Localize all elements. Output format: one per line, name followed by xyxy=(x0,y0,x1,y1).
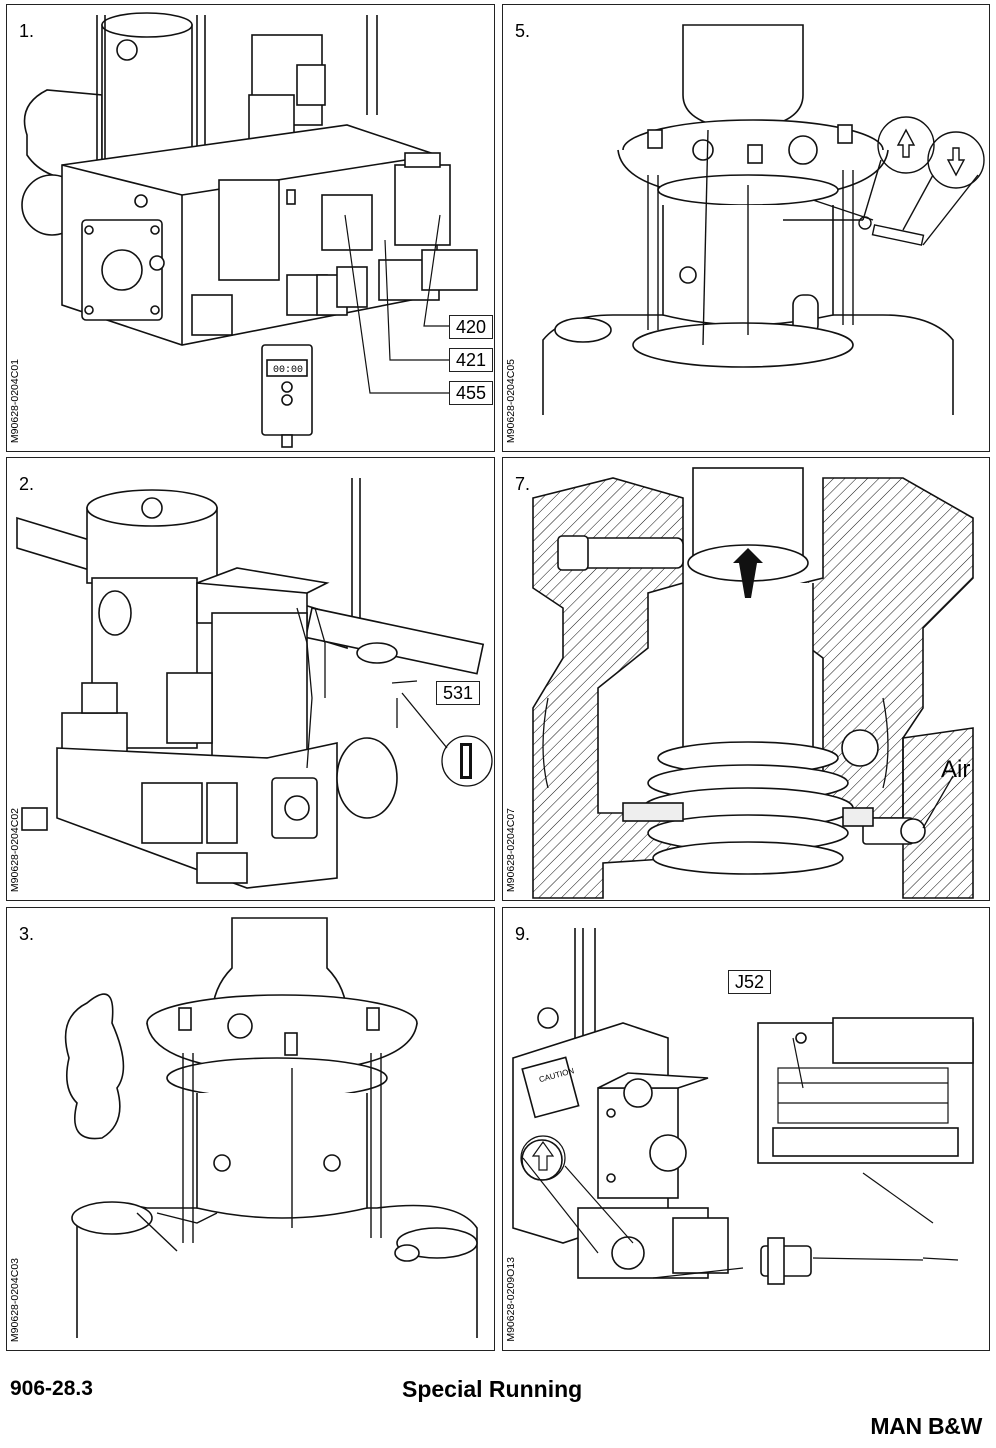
panel-2-number: 2. xyxy=(19,474,35,494)
panel-5-illustration xyxy=(542,24,985,415)
callout-j52: J52 xyxy=(728,970,772,994)
panel-7-number: 7. xyxy=(515,474,531,494)
callout-455: 455 xyxy=(449,381,494,405)
panel-1-number: 1. xyxy=(19,21,35,41)
panel-3-figure-code: M90628-0204C03 xyxy=(9,1257,21,1342)
panel-7-illustration xyxy=(532,467,974,899)
panel-9-illustration: CAUTION xyxy=(512,928,974,1285)
panel-9: CAUTION 9. M90628-0209O13 J52 xyxy=(502,907,990,1351)
callout-531: 531 xyxy=(436,681,481,705)
section-title: Special Running xyxy=(402,1376,583,1402)
panel-7: 7. M90628-0204C07 Air xyxy=(502,457,990,901)
panel-7-figure-code: M90628-0204C07 xyxy=(505,807,517,892)
panel-1: 00:00 1. M90628-0204C01 420 421 455 xyxy=(6,4,495,452)
panel-1-device-display: 00:00 xyxy=(273,365,303,376)
panel-9-figure-code: M90628-0209O13 xyxy=(505,1257,517,1342)
panel-2: 2. M90628-0204C02 531 xyxy=(6,457,495,901)
panel-5-figure-code: M90628-0204C05 xyxy=(505,358,517,443)
panel-2-illustration xyxy=(16,478,493,889)
callout-420: 420 xyxy=(449,315,494,339)
panel-2-figure-code: M90628-0204C02 xyxy=(9,807,21,892)
panel-3: 3. M90628-0204C03 xyxy=(6,907,495,1351)
panel-5: 5. M90628-0204C05 xyxy=(502,4,990,452)
brand-name: MAN B&W xyxy=(870,1413,982,1439)
callout-421: 421 xyxy=(449,348,494,372)
panel-9-number: 9. xyxy=(515,924,531,944)
panel-5-number: 5. xyxy=(515,21,531,41)
panel-3-number: 3. xyxy=(19,924,35,944)
panel-1-figure-code: M90628-0204C01 xyxy=(9,358,21,443)
panel-1-illustration: 00:00 xyxy=(21,12,478,448)
air-label: Air xyxy=(941,756,971,783)
panel-3-illustration xyxy=(64,917,478,1338)
document-number: 906-28.3 xyxy=(10,1377,93,1400)
